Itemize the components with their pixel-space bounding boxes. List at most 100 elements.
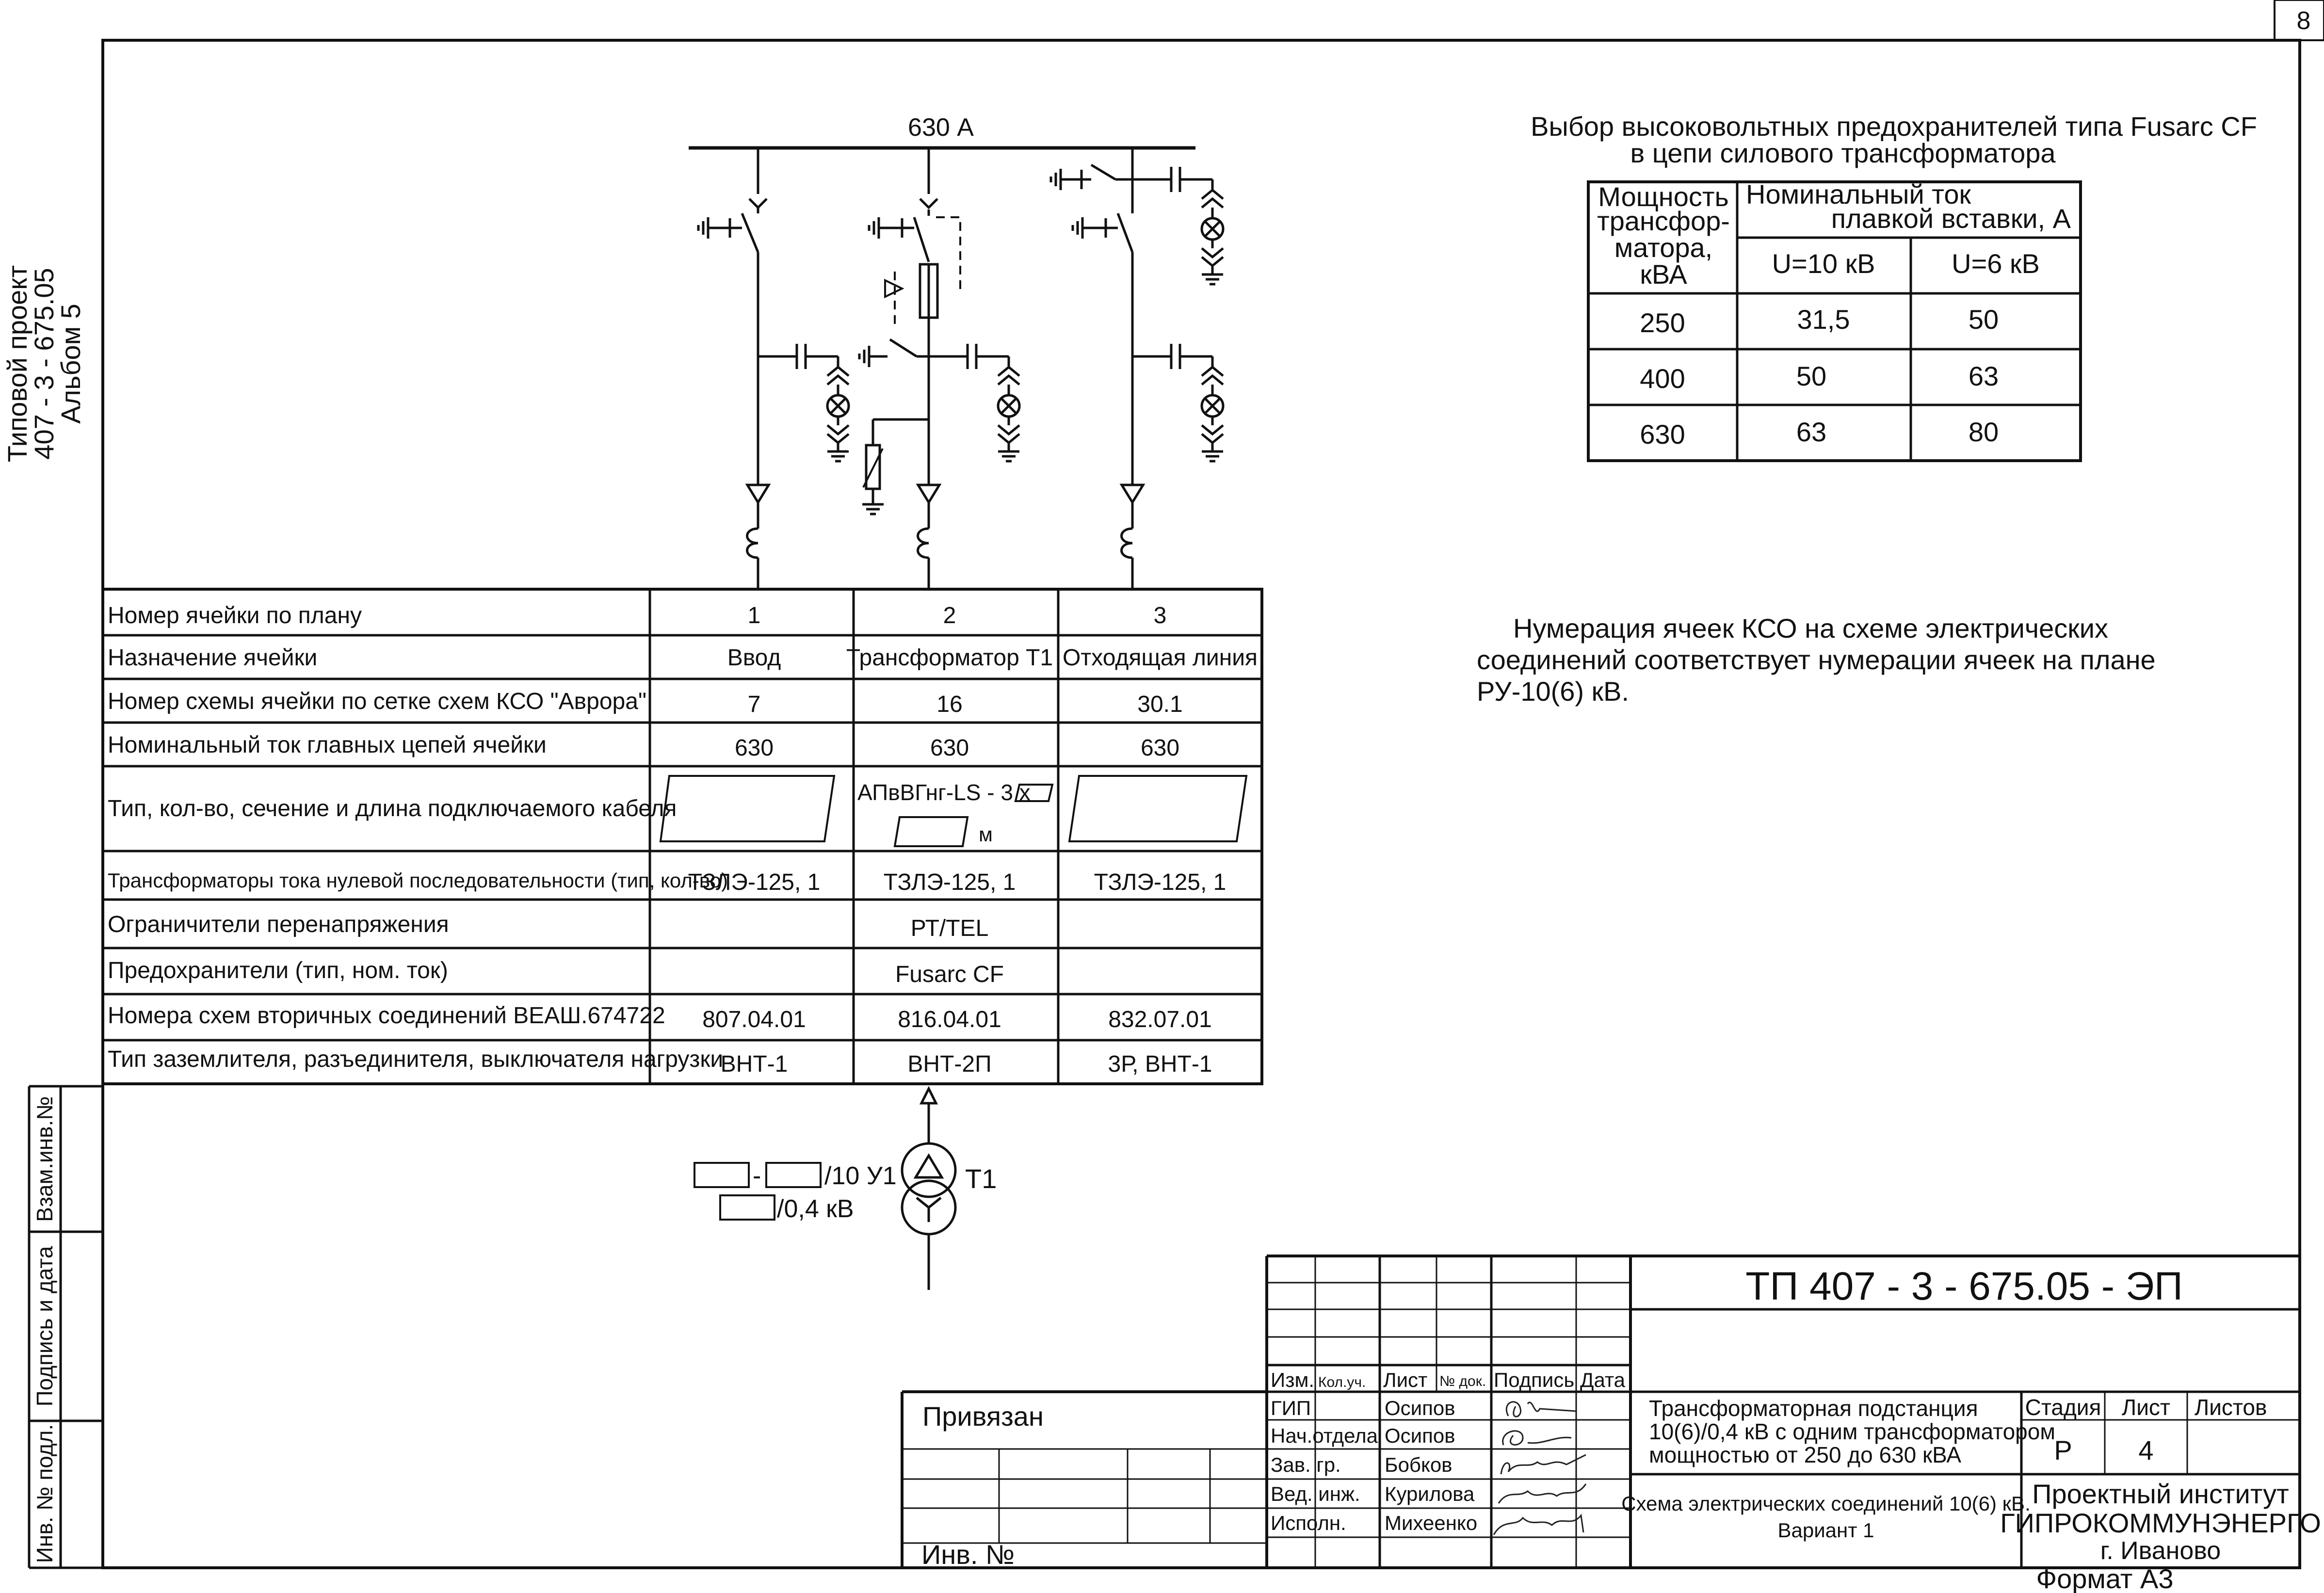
handwritten-signatures [1493, 1401, 1587, 1535]
svg-text:г. Иваново: г. Иваново [2100, 1537, 2221, 1565]
svg-text:Исполн.: Исполн. [1271, 1512, 1346, 1534]
svg-text:Fusarc CF: Fusarc CF [895, 962, 1004, 987]
bound-label: Привязан [922, 1401, 1044, 1432]
svg-text:Тип заземлителя, разъединителя: Тип заземлителя, разъединителя, выключат… [108, 1046, 723, 1072]
svg-text:ГИПРОКОММУНЭНЕРГО: ГИПРОКОММУНЭНЕРГО [2000, 1508, 2321, 1538]
svg-text:№ док.: № док. [1439, 1373, 1486, 1389]
svg-text:Отходящая линия: Отходящая линия [1063, 645, 1258, 671]
svg-text:ГИП: ГИП [1271, 1397, 1311, 1419]
svg-text:Нумерация ячеек КСО на схеме э: Нумерация ячеек КСО на схеме электрическ… [1513, 613, 2108, 644]
svg-text:Альбом 5: Альбом 5 [55, 304, 86, 424]
svg-text:50: 50 [1796, 361, 1826, 391]
stamp-replace-inv: Взам.инв.№ [32, 1096, 57, 1222]
svg-text:30.1: 30.1 [1137, 692, 1182, 717]
document-code: ТП 407 - 3 - 675.05 - ЭП [1745, 1264, 2183, 1308]
svg-text:Предохранители (тип, ном. ток): Предохранители (тип, ном. ток) [108, 958, 448, 983]
table-row: Тип заземлителя, разъединителя, выключат… [108, 1046, 1212, 1077]
stamp-signature-date: Подпись и дата [32, 1246, 57, 1406]
svg-text:Номинальный ток: Номинальный ток [1746, 179, 1971, 209]
svg-text:матора,: матора, [1614, 232, 1712, 263]
drawing-name: Схема электрических соединений 10(6) кВ. [1621, 1492, 2031, 1515]
svg-text:Тип, кол-во, сечение и длина п: Тип, кол-во, сечение и длина подключаемо… [108, 796, 677, 821]
svg-text:Трансформаторы тока нулевой по: Трансформаторы тока нулевой последовател… [108, 869, 728, 892]
svg-text:630: 630 [1640, 419, 1685, 450]
stage-value: Р [2054, 1435, 2072, 1465]
svg-text:816.04.01: 816.04.01 [898, 1007, 1001, 1032]
svg-text:Осипов: Осипов [1385, 1397, 1455, 1419]
organization: Проектный институт [2032, 1479, 2289, 1509]
title-block: Привязан Инв. № Изм. Кол.уч. Лист № док.… [901, 1255, 2321, 1570]
cable-box-cell-3 [1068, 775, 1248, 842]
svg-text:Вариант 1: Вариант 1 [1777, 1519, 1874, 1542]
svg-text:РТ/TEL: РТ/TEL [911, 916, 989, 941]
transformer-hv-box [765, 1162, 822, 1188]
table-row: 400 50 63 [1640, 361, 1999, 394]
transformer-t1: Т1 - /10 У1 /0,4 кВ [694, 1086, 997, 1290]
svg-text:Номера схем вторичных соединен: Номера схем вторичных соединений ВЕАШ.67… [108, 1003, 665, 1029]
inv-label: Инв. № [921, 1539, 1015, 1570]
svg-text:U=10 кВ: U=10 кВ [1772, 248, 1875, 279]
svg-text:Дата: Дата [1580, 1368, 1626, 1391]
table-row: Ограничители перенапряжения РТ/TEL [108, 912, 988, 941]
numbering-note: Нумерация ячеек КСО на схеме электрическ… [1477, 613, 2156, 707]
svg-text:Номер схемы ячейки по сетке сх: Номер схемы ячейки по сетке схем КСО "Ав… [108, 689, 646, 714]
cells-table: Номер ячейки по плану 1 2 3 Назначение я… [101, 588, 1263, 1085]
svg-text:63: 63 [1969, 361, 1999, 391]
svg-text:250: 250 [1640, 307, 1685, 338]
svg-text:Ввод: Ввод [727, 645, 781, 671]
side-project-caption: Типовой проект 407 - 3 - 675.05 Альбом 5 [2, 265, 86, 462]
svg-text:ТЗЛЭ-125, 1: ТЗЛЭ-125, 1 [688, 869, 821, 895]
svg-text:3: 3 [1154, 603, 1167, 628]
svg-text:Номер ячейки по плану: Номер ячейки по плану [108, 603, 362, 628]
side-stamps: Взам.инв.№ Подпись и дата Инв. № подл. [28, 1085, 103, 1569]
svg-text:Курилова: Курилова [1385, 1482, 1475, 1505]
svg-text:м: м [979, 823, 993, 846]
svg-text:Номинальный ток главных цепей: Номинальный ток главных цепей ячейки [108, 732, 547, 758]
svg-text:мощностью от 250 до 630 кВА: мощностью от 250 до 630 кВА [1649, 1442, 1961, 1467]
cable-cross-box [1014, 784, 1054, 802]
transformer-name: Т1 [965, 1163, 997, 1194]
svg-text:трансфор-: трансфор- [1597, 206, 1730, 236]
svg-text:-: - [753, 1162, 761, 1190]
svg-text:Мощность: Мощность [1598, 181, 1728, 212]
svg-text:Зав. гр.: Зав. гр. [1271, 1453, 1341, 1476]
svg-text:Осипов: Осипов [1385, 1424, 1455, 1447]
table-row: Трансформаторы тока нулевой последовател… [108, 869, 1226, 895]
signatory-row: ГИП Осипов [1271, 1397, 1455, 1419]
svg-text:80: 80 [1969, 417, 1999, 447]
svg-text:3Р, ВНТ-1: 3Р, ВНТ-1 [1108, 1051, 1212, 1077]
transformer-lv-box [719, 1194, 775, 1221]
svg-text:Лист: Лист [1383, 1368, 1427, 1391]
svg-text:Бобков: Бобков [1385, 1453, 1452, 1476]
table-row: Номера схем вторичных соединений ВЕАШ.67… [108, 1003, 1212, 1032]
svg-text:АПвВГнг-LS - 3 х: АПвВГнг-LS - 3 х [857, 780, 1031, 805]
svg-text:630: 630 [1141, 735, 1179, 761]
svg-text:Михеенко: Михеенко [1385, 1512, 1477, 1534]
svg-text:Трансформаторная подстанция: Трансформаторная подстанция [1649, 1396, 1978, 1421]
sheet-number: 8 [2297, 7, 2311, 35]
signatory-row: Исполн. Михеенко [1271, 1512, 1477, 1534]
svg-text:Трансформатор Т1: Трансформатор Т1 [846, 645, 1053, 671]
svg-text:7: 7 [748, 692, 761, 717]
cell-3-circuit [1051, 148, 1223, 589]
svg-text:Листов: Листов [2195, 1395, 2267, 1420]
svg-text:кВА: кВА [1640, 259, 1687, 290]
svg-text:Изм.: Изм. [1271, 1368, 1314, 1391]
cell-1-circuit [698, 148, 849, 589]
svg-text:50: 50 [1969, 304, 1999, 335]
transformer-power-box [694, 1162, 750, 1188]
svg-text:U=6 кВ: U=6 кВ [1952, 248, 2040, 279]
table-row: Номер схемы ячейки по сетке схем КСО "Ав… [108, 689, 1183, 717]
svg-text:Подпись: Подпись [1494, 1368, 1574, 1391]
single-line-schematic: 630 А [689, 113, 1223, 589]
svg-text:Назначение ячейки: Назначение ячейки [108, 645, 317, 671]
svg-text:Типовой проект: Типовой проект [2, 265, 32, 462]
svg-text:плавкой вставки, А: плавкой вставки, А [1831, 203, 2071, 234]
fuse-table-title: Выбор высоковольтных предохранителей тип… [1531, 111, 2257, 142]
svg-text:/10 У1: /10 У1 [824, 1162, 897, 1190]
cable-length-box [893, 816, 969, 847]
svg-text:ТЗЛЭ-125, 1: ТЗЛЭ-125, 1 [1094, 869, 1227, 895]
signatory-row: Вед. инж. Курилова [1271, 1482, 1475, 1505]
svg-text:ВНТ-2П: ВНТ-2П [907, 1051, 991, 1077]
